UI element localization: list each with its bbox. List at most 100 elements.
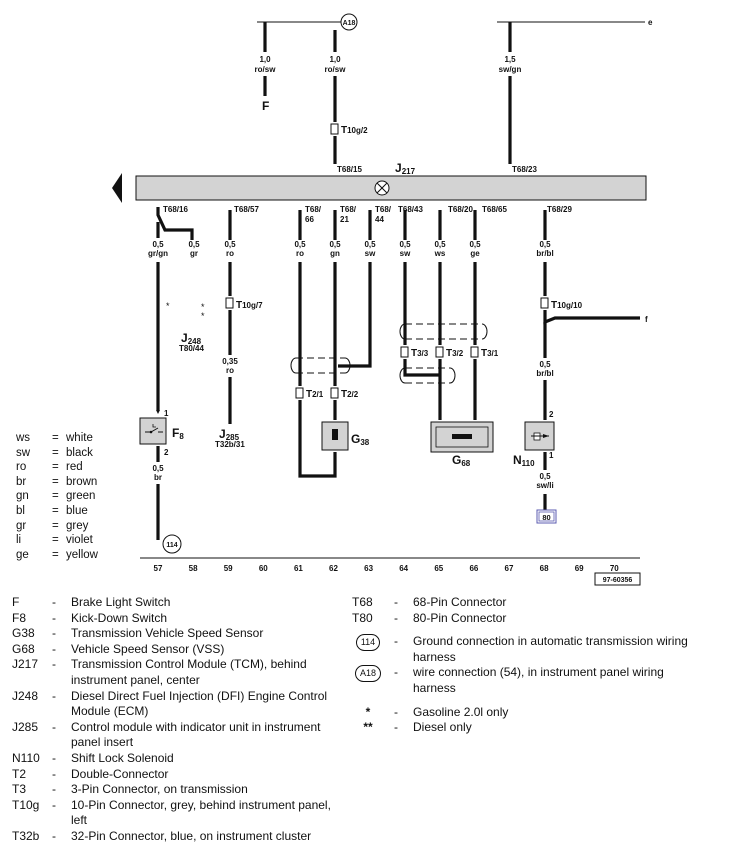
legend-desc: Transmission Control Module (TCM), behin… xyxy=(71,657,307,687)
shield-lines xyxy=(296,323,482,384)
connector-t10g2: T10g/2 xyxy=(341,125,368,136)
legend-desc: wire connection (54), in instrument pane… xyxy=(413,665,664,695)
scale-tick-58: 58 xyxy=(189,564,198,573)
n110-solenoid xyxy=(524,421,555,451)
wire-3-gauge: 0,5 xyxy=(294,240,306,249)
legend-desc: Gasoline 2.0l only xyxy=(413,704,509,719)
legend-desc: Double-Connector xyxy=(71,766,169,781)
legend-mark: * xyxy=(365,704,371,719)
color-key-equals: = xyxy=(52,519,59,532)
wire-e-color: sw/gn xyxy=(499,65,522,74)
color-key-row: gn=green xyxy=(16,489,98,504)
wire-a18-gauge: 1,0 xyxy=(329,55,341,64)
bottom-pin-7-line-0: T68/65 xyxy=(482,205,507,214)
color-key-equals: = xyxy=(52,432,59,444)
color-key-name: white xyxy=(66,432,93,444)
legend-desc: 32-Pin Connector, blue, on instrument cl… xyxy=(71,828,312,843)
color-key-abbr: li xyxy=(16,534,22,547)
f8-label: F8 xyxy=(172,426,184,441)
wire-e-gauge: 1,5 xyxy=(504,55,516,64)
color-key-row: sw=black xyxy=(16,446,98,461)
wire-8-color: ge xyxy=(470,249,480,258)
bottom-pin-2-line-1: 66 xyxy=(305,215,314,224)
legend-dash: - xyxy=(52,828,56,843)
connector-t3-2: T3/2 xyxy=(446,348,464,359)
module-arrow xyxy=(112,173,122,203)
wire-0-color: gr/gn xyxy=(148,249,168,258)
color-key-abbr: bl xyxy=(16,504,25,517)
wire-4-color: gn xyxy=(330,249,340,258)
wire-9-color: br/bl xyxy=(536,249,553,258)
wire-2-color: ro xyxy=(226,249,234,258)
wire-4-gauge: 0,5 xyxy=(329,240,341,249)
legend-mark: ** xyxy=(363,720,373,735)
n110-label: N110 xyxy=(513,453,535,468)
j248-label: J248 xyxy=(181,331,202,346)
legend-desc: Diesel only xyxy=(413,720,472,735)
legend-desc: Ground connection in automatic transmiss… xyxy=(413,634,688,664)
g38-sensor xyxy=(321,421,349,451)
n110-pin2: 2 xyxy=(549,410,554,419)
wire-3-color: ro xyxy=(296,249,304,258)
legend-dash: - xyxy=(52,641,56,656)
a18-label: A18 xyxy=(343,20,356,27)
legend-dash: - xyxy=(52,610,56,625)
wire-6-gauge: 0,5 xyxy=(399,240,411,249)
connector-t10g7: T10g/7 xyxy=(236,300,263,311)
legend-row: T2-Double-Connector xyxy=(12,767,334,783)
color-key-abbr: gn xyxy=(16,490,29,503)
color-key-row: gr=grey xyxy=(16,519,98,534)
j285-pin: T32b/31 xyxy=(215,440,245,449)
terminal-f: f xyxy=(645,315,648,324)
wire-f8-bottom-gauge: 0,5 xyxy=(152,464,164,473)
legend-row: G38-Transmission Vehicle Speed Sensor xyxy=(12,626,334,642)
color-key-equals: = xyxy=(52,534,59,547)
legend-dash: - xyxy=(394,595,398,609)
legend-row: T68-68-Pin Connector xyxy=(352,595,692,611)
wire-f-color: ro/sw xyxy=(255,65,277,74)
diesel-mark-2: * xyxy=(201,311,205,321)
color-key-name: yellow xyxy=(66,548,98,561)
wire-5-color: sw xyxy=(365,249,376,258)
legend-desc: Diesel Direct Fuel Injection (DFI) Engin… xyxy=(71,688,328,719)
legend-dash: - xyxy=(52,595,56,609)
legend-code: T32b xyxy=(12,828,40,843)
wire-n110-bottom-gauge: 0,5 xyxy=(539,472,551,481)
wire-5-gauge: 0,5 xyxy=(364,240,376,249)
color-key-row: br=brown xyxy=(16,475,98,490)
legend-code: G38 xyxy=(12,626,35,641)
scale-tick-64: 64 xyxy=(399,564,408,573)
color-key-abbr: ro xyxy=(16,461,27,474)
legend-dash: - xyxy=(394,610,398,625)
legend-code: G68 xyxy=(12,641,35,656)
color-key-row: bl=blue xyxy=(16,504,98,519)
scale-tick-67: 67 xyxy=(505,564,514,573)
legend-desc: 3-Pin Connector, on transmission xyxy=(71,782,248,797)
figure-id-box xyxy=(594,572,641,586)
bottom-pin-6-line-0: T68/20 xyxy=(448,205,473,214)
legend-desc: Transmission Vehicle Speed Sensor xyxy=(71,626,264,641)
legend-circle-icon: A18 xyxy=(354,665,381,683)
legend-dash: - xyxy=(52,750,56,765)
color-key-abbr: br xyxy=(16,475,27,488)
wire-f8-bottom-color: br xyxy=(154,473,162,482)
j248-pin: T80/44 xyxy=(179,344,204,353)
scale-tick-69: 69 xyxy=(575,564,584,573)
color-key-equals: = xyxy=(52,446,59,459)
color-key-equals: = xyxy=(52,548,59,561)
bottom-pin-2-line-0: T68/ xyxy=(305,205,322,214)
terminal-e: e xyxy=(648,18,653,27)
legend-desc: 10-Pin Connector, grey, behind instrumen… xyxy=(71,797,331,828)
legend-gap xyxy=(352,626,692,634)
color-key-name: black xyxy=(66,446,93,459)
legend-dash: - xyxy=(52,797,56,812)
connector-t2-2: T2/2 xyxy=(341,389,359,400)
bottom-pin-8-line-0: T68/29 xyxy=(547,205,572,214)
scale-tick-62: 62 xyxy=(329,564,338,573)
bottom-pin-1-line-0: T68/57 xyxy=(234,205,259,214)
wiring-diagram: J217 A18 e f 1,0 ro/sw 1,0 ro/sw 1,5 sw/… xyxy=(112,13,653,586)
color-key-equals: = xyxy=(52,504,59,517)
legend-desc: 80-Pin Connector xyxy=(413,610,507,625)
